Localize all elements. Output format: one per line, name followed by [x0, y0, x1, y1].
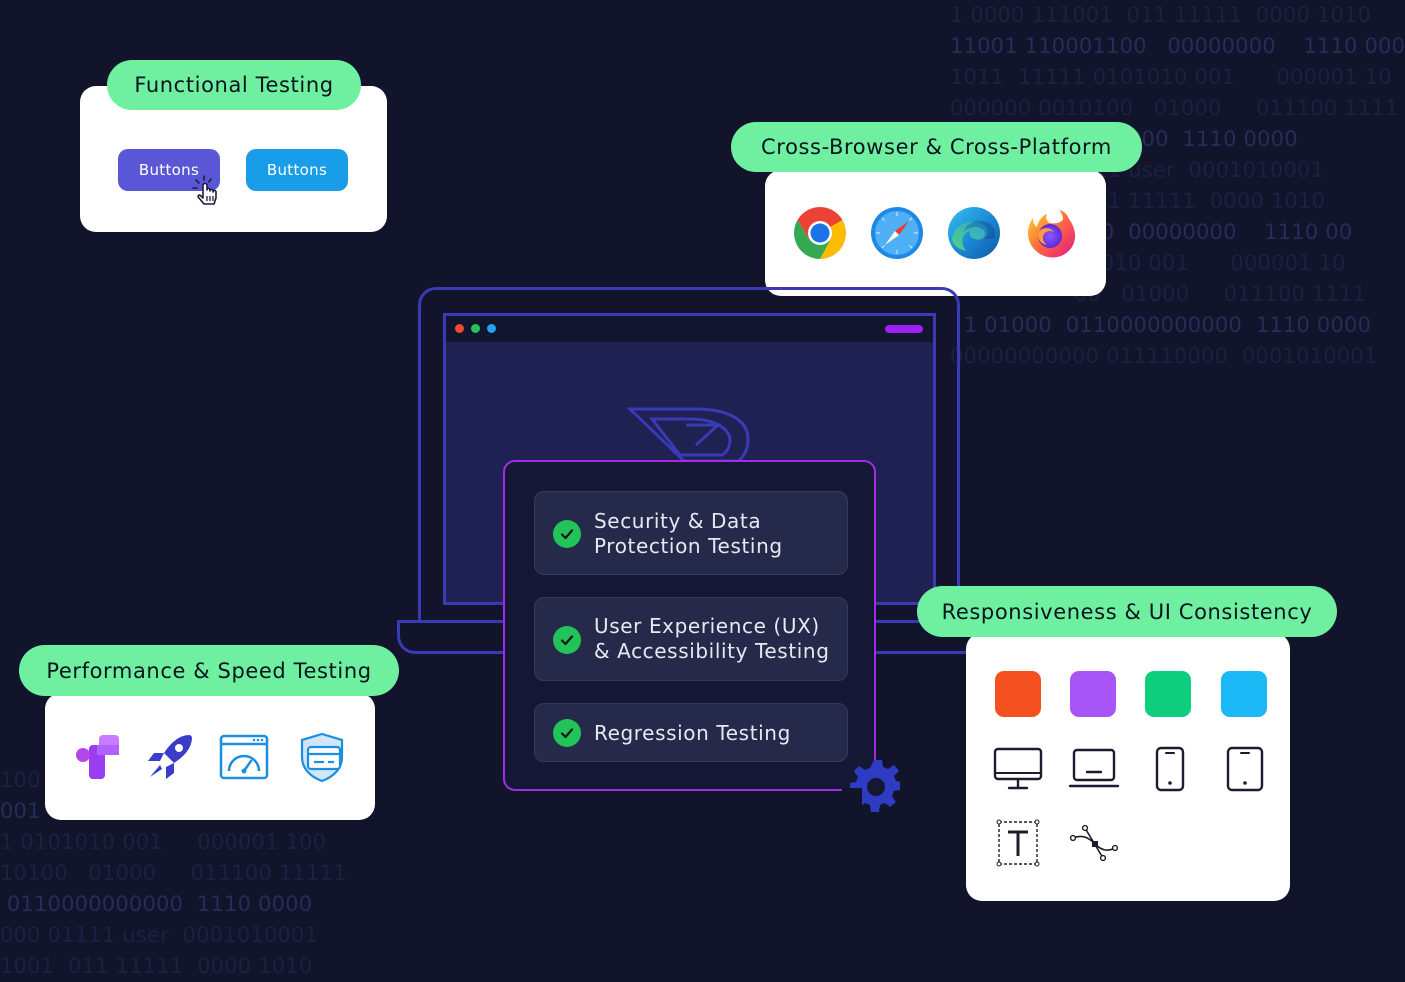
- check-circle-icon: [553, 719, 581, 747]
- test-item-label: User Experience (UX) & Accessibility Tes…: [594, 614, 830, 663]
- safari-icon: [871, 207, 923, 259]
- binary-top-line: 01010 001 000001 10: [950, 251, 1346, 275]
- test-item-label: Security & Data Protection Testing: [594, 509, 783, 558]
- binary-bottom-line: 1 0101010 001 000001 100: [0, 830, 327, 854]
- edge-icon: [948, 207, 1000, 259]
- google-analytics-icon: [76, 735, 119, 779]
- sample-button-secondary[interactable]: Buttons: [246, 149, 348, 191]
- color-swatch-green: [1145, 671, 1191, 717]
- functional-testing-card: Buttons Buttons: [80, 86, 387, 232]
- laptop-frame: [418, 287, 960, 623]
- rocket-icon: [148, 735, 192, 779]
- chrome-icon: [794, 207, 846, 259]
- check-circle-icon: [553, 520, 581, 548]
- brand-logo-icon: [626, 407, 750, 463]
- check-circle-icon: [553, 626, 581, 654]
- performance-title: Performance & Speed Testing: [19, 645, 399, 696]
- testing-checklist-panel: Security & Data Protection Testing User …: [503, 460, 876, 791]
- binary-bottom-line: 10100 01000 011100 11111: [0, 861, 347, 885]
- binary-top-line: 00000000000 011110000 0001010001: [950, 344, 1378, 368]
- desktop-monitor-icon: [993, 747, 1043, 790]
- responsiveness-title: Responsiveness & UI Consistency: [917, 586, 1337, 637]
- binary-top-line: 1011 11111 0101010 001 000001 10: [950, 65, 1392, 89]
- test-item-regression: Regression Testing: [534, 703, 848, 762]
- test-item-security: Security & Data Protection Testing: [534, 491, 848, 575]
- binary-bottom-line: 100: [0, 768, 41, 792]
- window-dot-blue: [487, 324, 496, 333]
- binary-bottom-line: 0110000000000 1110 0000: [0, 892, 313, 916]
- color-swatch-purple: [1070, 671, 1116, 717]
- shield-card-icon: [300, 732, 344, 783]
- test-item-ux-accessibility: User Experience (UX) & Accessibility Tes…: [534, 597, 848, 681]
- speedometer-browser-icon: [219, 734, 269, 780]
- performance-card: [45, 693, 375, 820]
- binary-top-line: 1 01000 0110000000000 1110 0000: [950, 313, 1372, 337]
- responsiveness-card: [966, 633, 1290, 901]
- laptop-icon: [1068, 748, 1120, 788]
- binary-top-line: 11001 110001100 00000000 1110 000: [950, 34, 1405, 58]
- tablet-icon: [1226, 746, 1264, 792]
- gear-icon: [842, 760, 900, 814]
- window-accent-pill: [885, 325, 923, 333]
- phone-icon: [1155, 746, 1185, 792]
- vector-pen-icon: [1069, 824, 1119, 862]
- cross-browser-card: [765, 170, 1106, 296]
- binary-top-line: 1 0000 111001 011 11111 0000 1010: [950, 3, 1372, 27]
- binary-top-line: 000000 0010100 01000 011100 1111: [950, 96, 1399, 120]
- binary-background-bottom: 100 001 1 0101010 001 000001 100 10100 0100…: [0, 765, 347, 978]
- binary-bottom-line: 001: [0, 799, 41, 823]
- color-swatch-orange: [995, 671, 1041, 717]
- firefox-icon: [1028, 210, 1076, 258]
- pointer-click-icon: [192, 175, 217, 205]
- window-title-bar: [446, 316, 933, 342]
- binary-bottom-line: 000 01111 user 0001010001: [0, 923, 319, 947]
- test-item-label: Regression Testing: [594, 721, 791, 745]
- window-dot-green: [471, 324, 480, 333]
- color-swatch-blue: [1221, 671, 1267, 717]
- window-dot-red: [455, 324, 464, 333]
- functional-testing-title: Functional Testing: [107, 60, 361, 110]
- text-tool-icon: [996, 819, 1040, 867]
- binary-bottom-line: 1001 011 11111 0000 1010: [0, 954, 313, 978]
- cross-browser-title: Cross-Browser & Cross-Platform: [731, 122, 1142, 172]
